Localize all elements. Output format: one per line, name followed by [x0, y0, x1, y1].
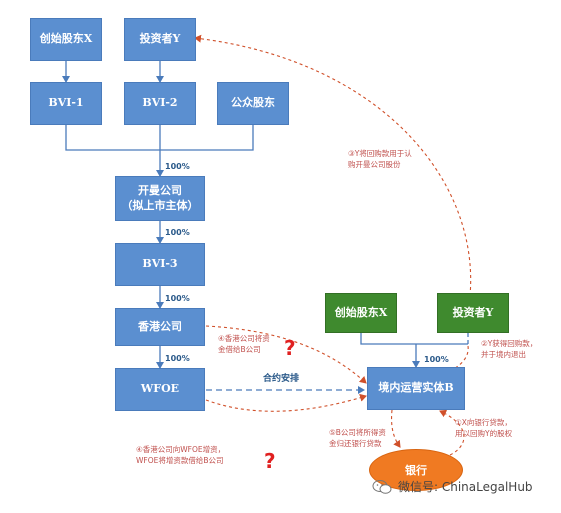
question-mark-hk-loan: ?: [284, 336, 296, 360]
bank-label: 银行: [405, 464, 427, 477]
edge-b-repay-bank: [391, 409, 401, 448]
box-bvi2: BVI-2: [124, 82, 196, 125]
note-4b: ④香港公司向WFOE增资， WFOE将增资款借给B公司: [136, 445, 226, 465]
pct-wfoe: 100%: [165, 354, 190, 363]
box-founder-x-bottom: 创始股东X: [325, 293, 397, 333]
pct-bvi3: 100%: [165, 228, 190, 237]
edge-y-reinvest: [194, 34, 472, 297]
pct-domestic: 100%: [424, 355, 449, 364]
pct-cayman: 100%: [165, 162, 190, 171]
edge-bank-loan-x: [439, 409, 465, 456]
edge-hk-loan-b: [205, 325, 367, 384]
note-2: ②Y获得回购款， 并于境内退出: [481, 339, 538, 359]
watermark-text: 微信号: ChinaLegalHub: [398, 480, 533, 494]
box-domestic-entity: 境内运营实体B: [367, 367, 465, 410]
box-bvi3: BVI-3: [115, 243, 205, 286]
box-investor-y-top: 投资者Y: [124, 18, 196, 61]
edge-green-merge: [360, 333, 468, 345]
box-bvi1: BVI-1: [30, 82, 102, 125]
note-3: ③Y将回购款用于认 购开曼公司股份: [348, 149, 412, 169]
edge-wfoe-loan-b: [205, 393, 367, 412]
box-founder-x-top: 创始股东X: [30, 18, 102, 61]
box-wfoe: WFOE: [115, 368, 205, 411]
box-cayman: 开曼公司 （拟上市主体）: [115, 176, 205, 221]
box-public-shareholders: 公众股东: [217, 82, 289, 125]
vie-contract-label: 合约安排: [263, 374, 300, 384]
box-hk: 香港公司: [115, 308, 205, 346]
question-mark-wfoe-loan: ?: [264, 449, 276, 473]
pct-hk: 100%: [165, 294, 190, 303]
box-investor-y-bottom: 投资者Y: [437, 293, 509, 333]
note-1: ①X向银行贷款， 用以回购Y的股权: [455, 418, 513, 438]
note-4a: ④香港公司将资 金借给B公司: [218, 334, 270, 354]
note-5: ⑤B公司将所得资 金归还银行贷款: [329, 428, 386, 448]
wechat-icon: [372, 479, 392, 494]
watermark: 微信号: ChinaLegalHub: [372, 478, 533, 495]
